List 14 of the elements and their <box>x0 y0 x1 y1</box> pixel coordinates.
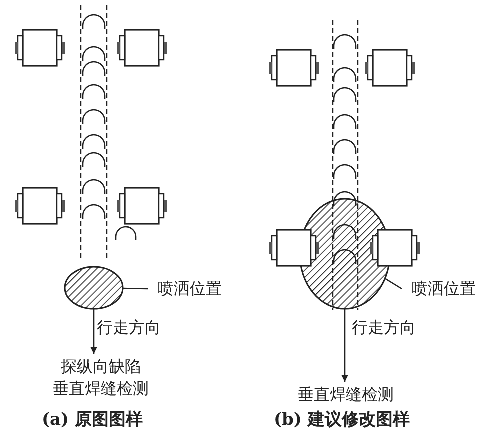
spray-label: 喷洒位置 <box>157 278 223 300</box>
leader-line <box>122 288 148 290</box>
arrow <box>90 309 98 354</box>
edge-label: 行走方向 <box>97 318 161 338</box>
spray-area <box>64 266 124 310</box>
spray-label: 喷洒位置 <box>411 278 477 300</box>
leader-line <box>384 278 402 290</box>
detection-text: 垂直焊缝检测 <box>297 384 395 406</box>
arrow <box>342 309 348 382</box>
caption: (b) 建议修改图样 <box>274 409 410 431</box>
edge-label: 行走方向 <box>352 318 416 338</box>
detection-text: 垂直焊缝检测 <box>52 378 150 400</box>
detection-text: 探纵向缺陷 <box>60 356 142 378</box>
caption: (a) 原图图样 <box>42 409 144 431</box>
